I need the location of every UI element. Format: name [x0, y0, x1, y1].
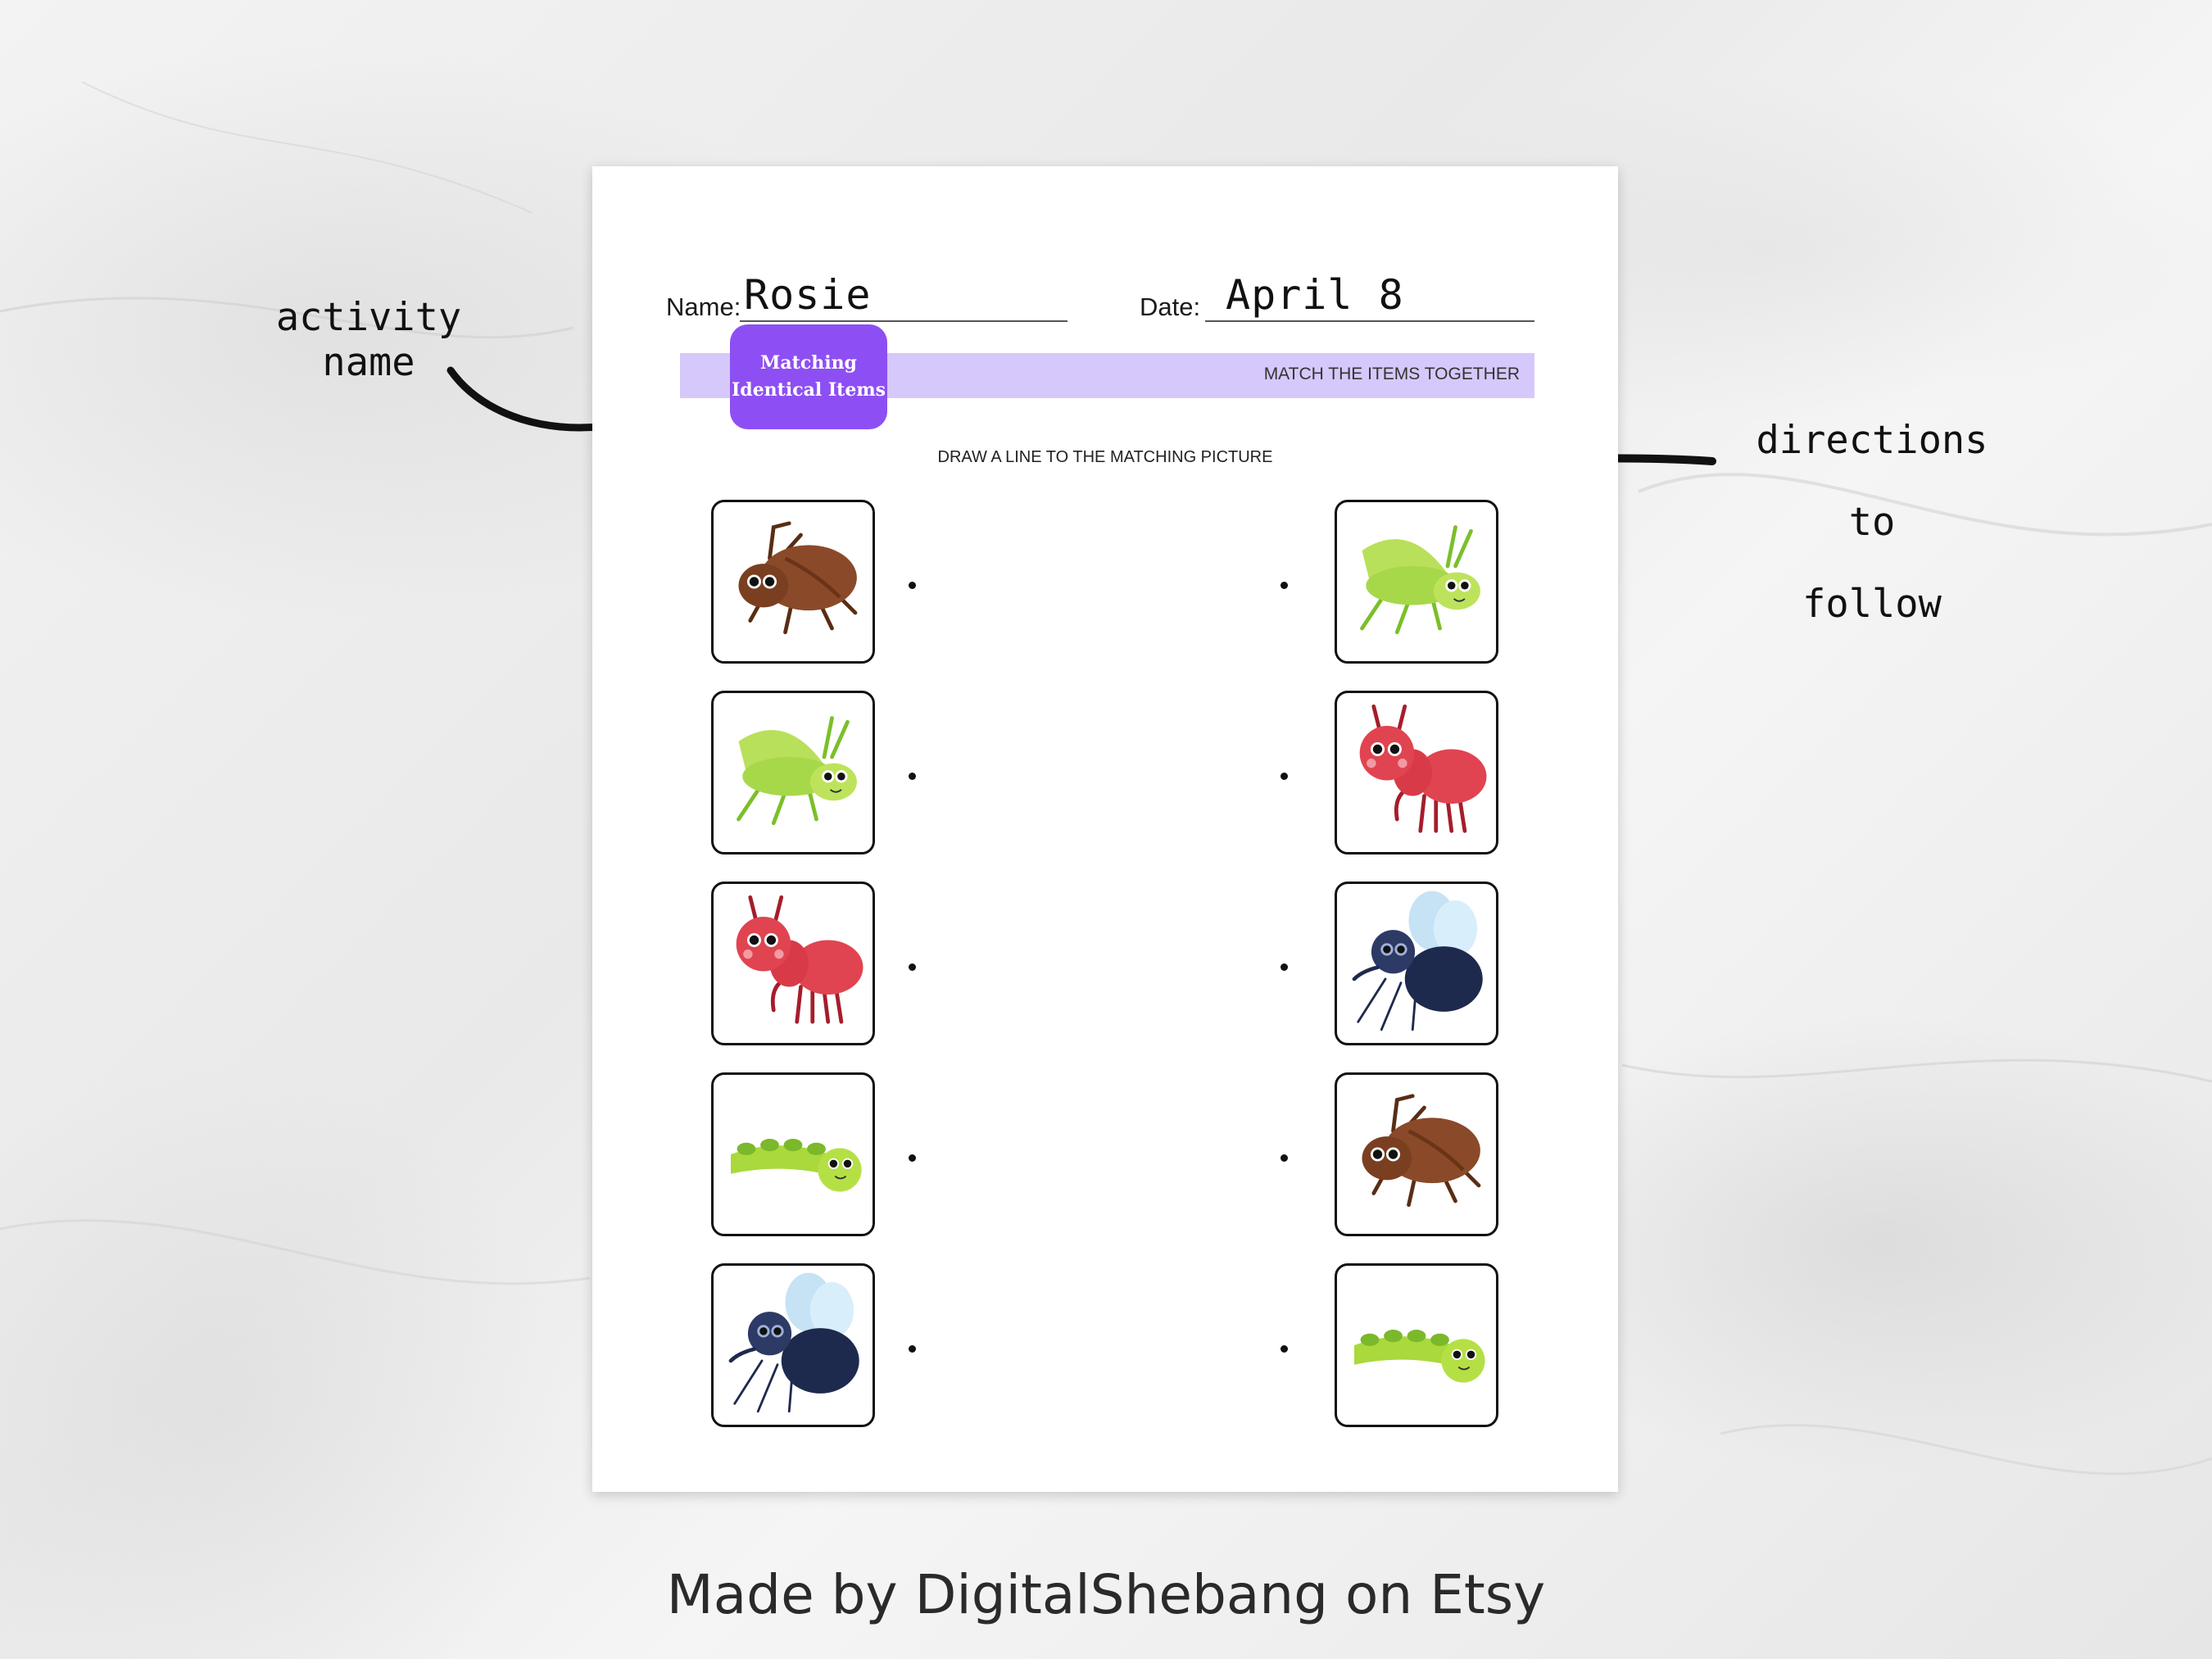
right-match-dot[interactable]	[1281, 773, 1288, 780]
date-field: Date: April 8	[1140, 256, 1541, 322]
left-match-dot[interactable]	[909, 1154, 916, 1162]
right-match-dot[interactable]	[1281, 1345, 1288, 1353]
name-underline	[740, 320, 1067, 322]
name-field: Name: Rosie	[666, 256, 1067, 322]
left-match-dot[interactable]	[909, 963, 916, 971]
right-match-dot[interactable]	[1281, 1154, 1288, 1162]
right-card-caterpillar[interactable]	[1335, 1263, 1498, 1427]
annotation-directions-line1: directions to	[1756, 418, 1988, 545]
activity-title-line2: Identical Items	[732, 379, 886, 401]
fly-illustration	[1352, 891, 1483, 1031]
right-match-dot[interactable]	[1281, 582, 1288, 589]
ant-illustration	[1359, 704, 1487, 833]
annotation-directions-line2: follow	[1802, 582, 1942, 627]
left-card-beetle[interactable]	[711, 500, 875, 664]
right-card-ant[interactable]	[1335, 691, 1498, 854]
directions-text: DRAW A LINE TO THE MATCHING PICTURE	[937, 448, 1273, 466]
date-value: April 8	[1226, 271, 1404, 319]
left-match-dot[interactable]	[909, 1345, 916, 1353]
ant-illustration	[736, 895, 863, 1024]
annotation-activity-name: activity name	[275, 295, 462, 385]
date-underline	[1205, 320, 1534, 322]
right-match-dot[interactable]	[1281, 963, 1288, 971]
right-card-fly[interactable]	[1335, 882, 1498, 1045]
grasshopper-illustration	[1360, 525, 1480, 635]
credit-text: Made by DigitalShebang on Etsy	[666, 1563, 1546, 1626]
beetle-illustration	[1362, 1094, 1481, 1208]
left-match-dot[interactable]	[909, 773, 916, 780]
beetle-illustration	[738, 521, 858, 635]
left-card-ant[interactable]	[711, 882, 875, 1045]
name-label: Name:	[666, 292, 741, 321]
annotation-directions: directions to follow	[1729, 400, 2015, 646]
worksheet-page: Name: Rosie Date: April 8 MATCH THE ITEM…	[592, 166, 1618, 1492]
banner-instruction: MATCH THE ITEMS TOGETHER	[1263, 365, 1520, 383]
name-value: Rosie	[744, 271, 872, 319]
caterpillar-illustration	[1354, 1330, 1485, 1383]
grasshopper-illustration	[737, 716, 857, 826]
right-card-beetle[interactable]	[1335, 1072, 1498, 1236]
fly-illustration	[728, 1272, 859, 1413]
activity-title-badge: Matching Identical Items	[730, 324, 887, 429]
left-match-dot[interactable]	[909, 582, 916, 589]
left-card-caterpillar[interactable]	[711, 1072, 875, 1236]
right-card-grasshopper[interactable]	[1335, 500, 1498, 664]
left-card-grasshopper[interactable]	[711, 691, 875, 854]
left-card-fly[interactable]	[711, 1263, 875, 1427]
caterpillar-illustration	[731, 1139, 862, 1192]
date-label: Date:	[1140, 292, 1201, 321]
activity-title-line1: Matching	[760, 352, 857, 374]
